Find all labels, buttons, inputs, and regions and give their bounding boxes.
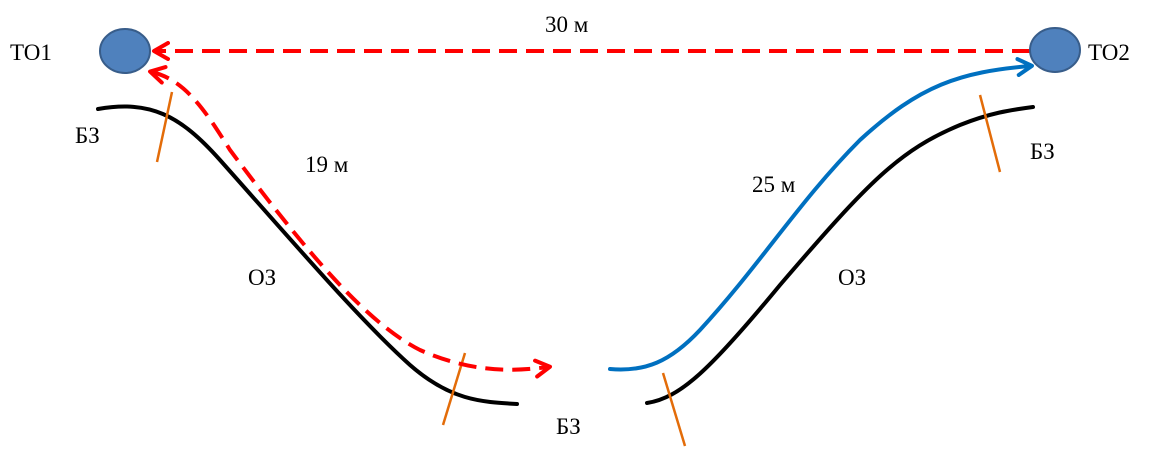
label-zone-oz-left: ОЗ	[248, 265, 276, 290]
label-zone-bz-left: БЗ	[75, 123, 100, 148]
label-zone-oz-right: ОЗ	[838, 265, 866, 290]
red-slope-route-path	[148, 65, 552, 379]
label-distance-right-slope: 25 м	[752, 172, 796, 197]
label-zone-bz-right: БЗ	[1030, 139, 1055, 164]
zone-tick-bottom-right	[661, 372, 687, 447]
label-distance-left-slope: 19 м	[305, 152, 349, 177]
label-to1: ТО1	[10, 40, 52, 65]
right-slope-contour	[645, 105, 1035, 405]
label-to2: ТО2	[1088, 40, 1130, 65]
zone-tick-top-right	[978, 94, 1002, 173]
node-to2	[1029, 27, 1081, 73]
zone-tick-top-left	[155, 91, 174, 163]
blue-route-path	[608, 57, 1034, 372]
node-to1	[99, 28, 151, 74]
label-zone-bz-bottom: БЗ	[556, 414, 581, 439]
label-distance-top: 30 м	[545, 12, 589, 37]
